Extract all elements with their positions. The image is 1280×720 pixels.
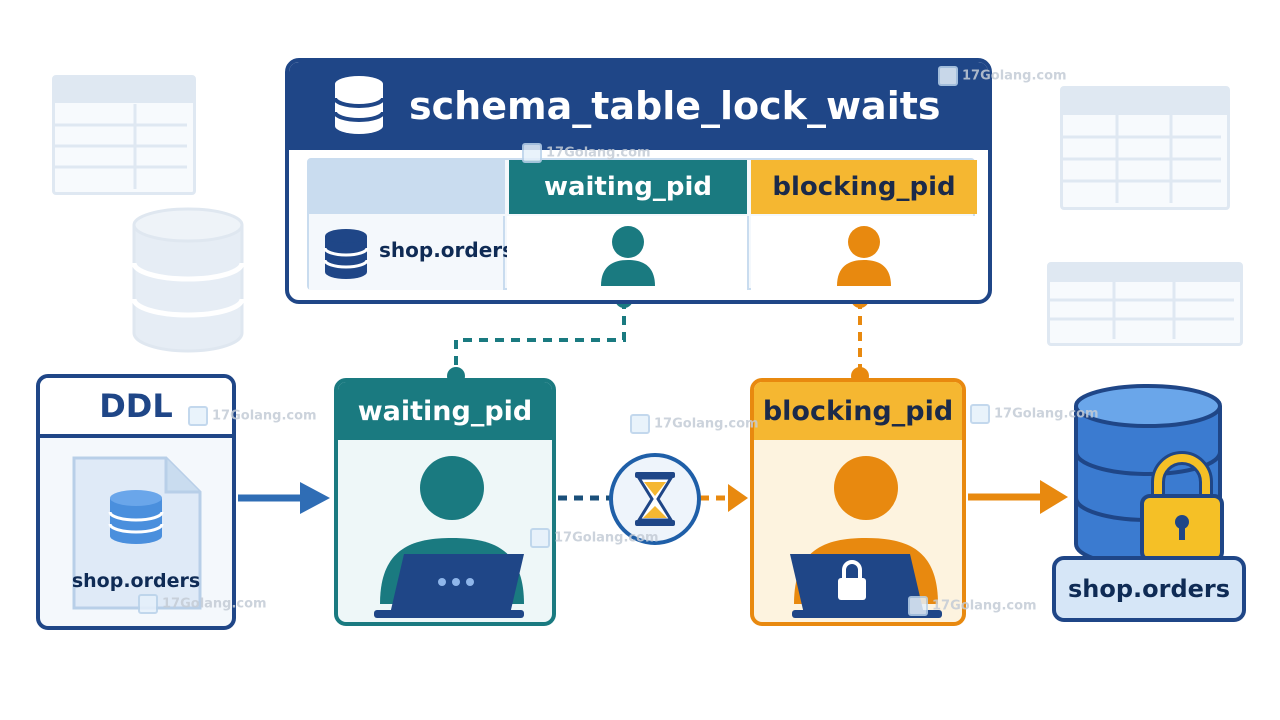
background-database-decoration (131, 207, 245, 353)
background-table-decoration (1060, 86, 1230, 210)
waiting-pid-cell (507, 216, 749, 290)
blocking-card-header: blocking_pid (754, 382, 962, 440)
blocking-card-title: blocking_pid (762, 395, 954, 427)
panel-title: schema_table_lock_waits (409, 84, 941, 128)
database-icon (333, 76, 385, 134)
row-object-cell: shop.orders (309, 216, 514, 290)
ddl-object-name: shop.orders (71, 570, 201, 592)
watermark: 17Golang.com (138, 594, 267, 614)
target-object-name: shop.orders (1067, 575, 1231, 603)
waiting-card-header: waiting_pid (338, 382, 552, 440)
watermark: 17Golang.com (188, 406, 317, 426)
user-icon-teal (601, 226, 655, 286)
watermark: 17Golang.com (522, 143, 651, 163)
user-icon-orange (837, 226, 891, 286)
panel-title-bar: schema_table_lock_waits (289, 62, 988, 150)
waiting-card-title: waiting_pid (357, 395, 533, 427)
header-cell-empty (309, 160, 505, 214)
waiting-pid-card: waiting_pid (334, 378, 556, 626)
waiting-link-dashed (454, 300, 626, 376)
ddl-title: DDL (99, 387, 173, 425)
watermark: 17Golang.com (938, 66, 1067, 86)
watermark: 17Golang.com (530, 528, 659, 548)
document-icon (72, 456, 202, 610)
row-object-name: shop.orders (379, 238, 515, 262)
user-at-laptop-icon (374, 456, 524, 618)
column-header-blocking-pid: blocking_pid (751, 160, 977, 214)
user-at-laptop-locked-icon (790, 456, 942, 618)
background-table-decoration (1047, 262, 1243, 346)
target-object-label-box: shop.orders (1052, 556, 1246, 622)
watermark: 17Golang.com (970, 404, 1099, 424)
blocking-pid-cell (751, 216, 977, 290)
hourglass-icon (609, 453, 701, 545)
column-header-waiting-pid: waiting_pid (509, 160, 747, 214)
watermark: 17Golang.com (908, 596, 1037, 616)
database-icon (323, 229, 369, 279)
ddl-card: DDL shop.orders (36, 374, 236, 630)
watermark: 17Golang.com (630, 414, 759, 434)
blocking-pid-card: blocking_pid (750, 378, 966, 626)
background-table-decoration (52, 75, 196, 195)
schema-table-lock-waits-panel: schema_table_lock_waits waiting_pid bloc… (285, 58, 992, 304)
